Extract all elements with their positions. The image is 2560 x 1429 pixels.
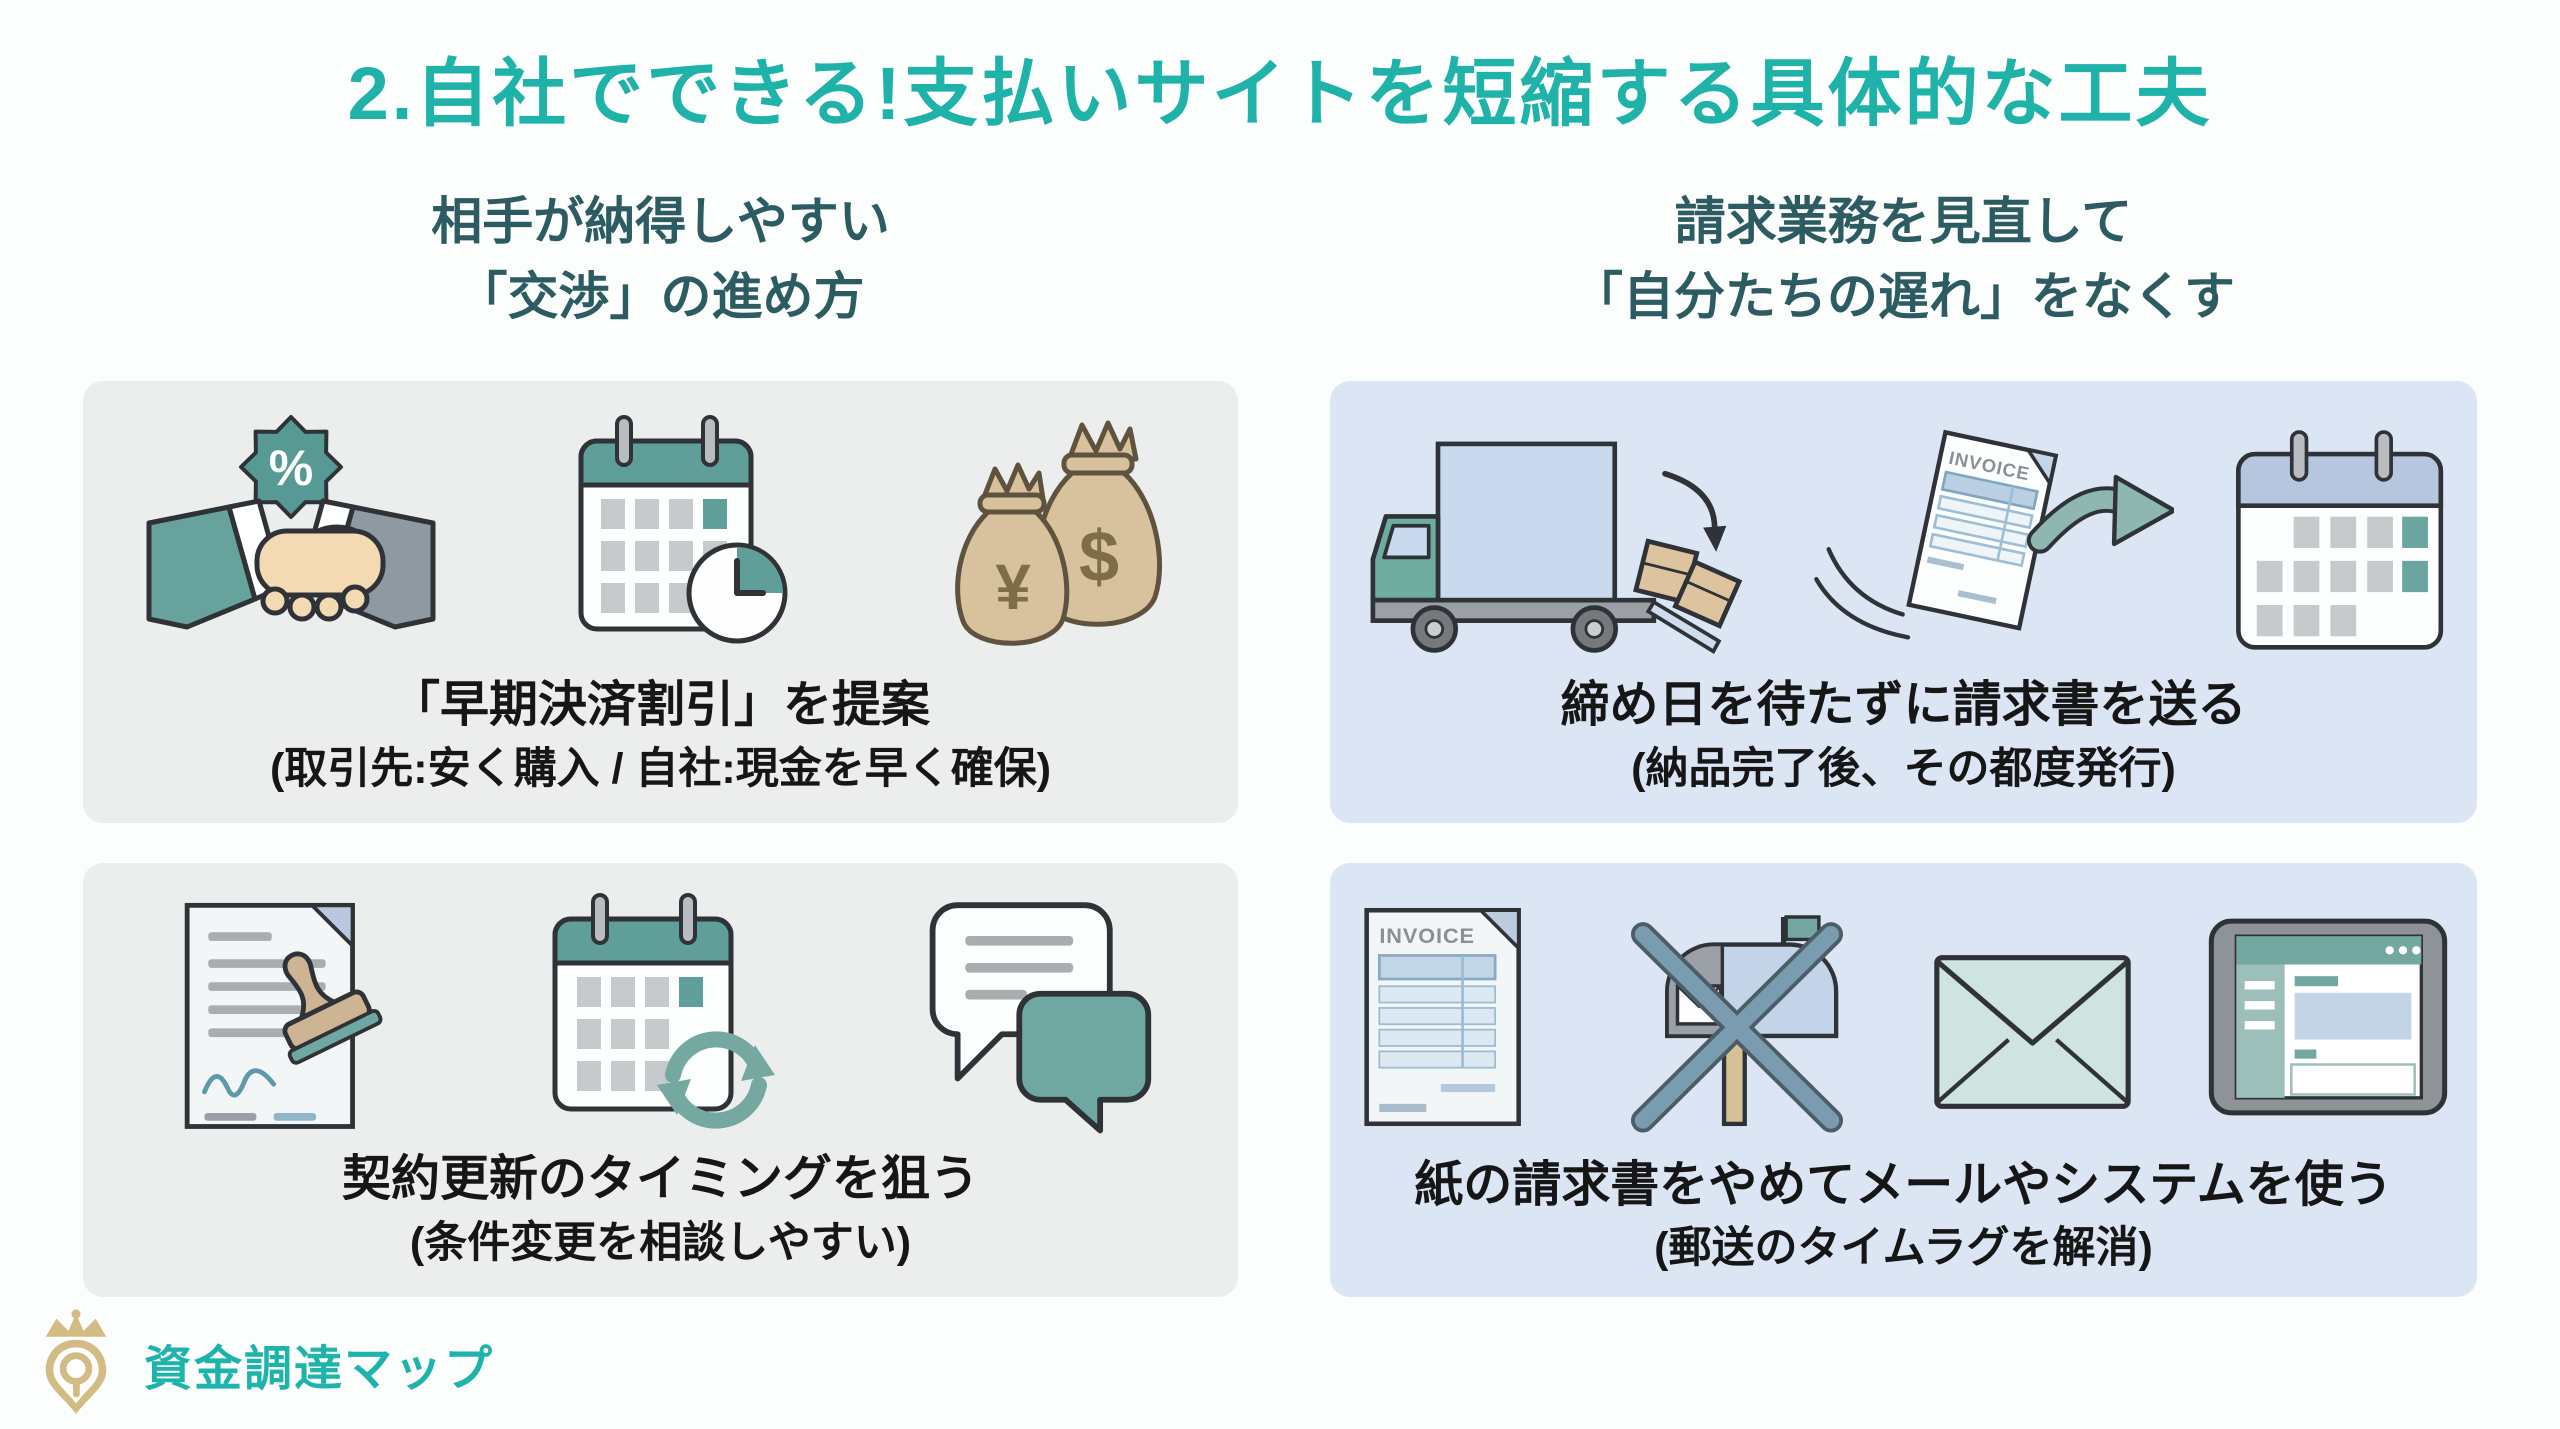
delivery-truck-icon [1370, 441, 1742, 655]
discount-handshake-icon: % [146, 415, 435, 630]
chat-bubbles-icon [929, 902, 1151, 1134]
left-column-header: 相手が納得しやすい 「交渉」の進め方 [83, 184, 1238, 335]
left-header-line2: 「交渉」の進め方 [456, 268, 865, 326]
calendar-icon [2235, 430, 2443, 650]
card-title: 紙の請求書をやめてメールやシステムを使う [1414, 1158, 2393, 1212]
right-header-line2: 「自分たちの遅れ」をなくす [1571, 268, 2235, 326]
card-digital-invoice-icons: INVOICE [1330, 863, 2477, 1157]
envelope-icon [1934, 955, 2131, 1109]
invoice-send-icon: INVOICE [1813, 429, 2174, 640]
brand-name: 資金調達マップ [144, 1343, 495, 1396]
card-subtitle: (納品完了後、その都度発行) [1631, 744, 2176, 793]
card-early-discount: % [83, 381, 1238, 823]
contract-stamp-icon [184, 903, 382, 1130]
card-early-discount-icons: % [83, 381, 1238, 677]
tablet-icon [2208, 918, 2448, 1116]
card-subtitle: (条件変更を相談しやすい) [409, 1218, 912, 1267]
card-send-invoice-early: INVOICE [1330, 381, 2477, 823]
percent-label: % [268, 440, 312, 496]
dollar-label: $ [1078, 517, 1118, 597]
invoice-document-icon: INVOICE [1364, 907, 1521, 1127]
card-title: 「早期決済割引」を提案 [390, 678, 930, 733]
yen-label: ¥ [995, 551, 1031, 623]
right-column-header: 請求業務を見直して 「自分たちの遅れ」をなくす [1330, 184, 2477, 335]
percent-badge [238, 415, 343, 520]
page-title: 2.自社でできる!支払いサイトを短縮する具体的な工夫 [347, 52, 2213, 135]
card-digital-invoice: INVOICE [1330, 863, 2477, 1297]
card-subtitle: (郵送のタイムラグを解消) [1654, 1224, 2153, 1273]
card-title: 締め日を待たずに請求書を送る [1560, 678, 2247, 733]
money-bags-icon: $ ¥ [954, 420, 1162, 646]
calendar-clock-icon [578, 415, 787, 644]
card-send-invoice-early-icons: INVOICE [1330, 381, 2477, 677]
mailbox-crossed-icon [1630, 915, 1844, 1133]
card-subtitle: (取引先:安く購入 / 自社:現金を早く確保) [269, 744, 1052, 793]
right-header-line1: 請求業務を見直して [1674, 193, 2133, 250]
invoice-doc-label: INVOICE [1379, 923, 1475, 948]
card-contract-renewal: 契約更新のタイミングを狙う (条件変更を相談しやすい) [83, 863, 1238, 1297]
card-contract-renewal-icons [83, 863, 1238, 1151]
brand-pin-crown-icon [45, 1309, 107, 1414]
left-header-line1: 相手が納得しやすい [431, 193, 890, 250]
brand-logo: 資金調達マップ [24, 1308, 494, 1420]
card-title: 契約更新のタイミングを狙う [341, 1152, 979, 1207]
calendar-renew-icon [552, 893, 775, 1129]
